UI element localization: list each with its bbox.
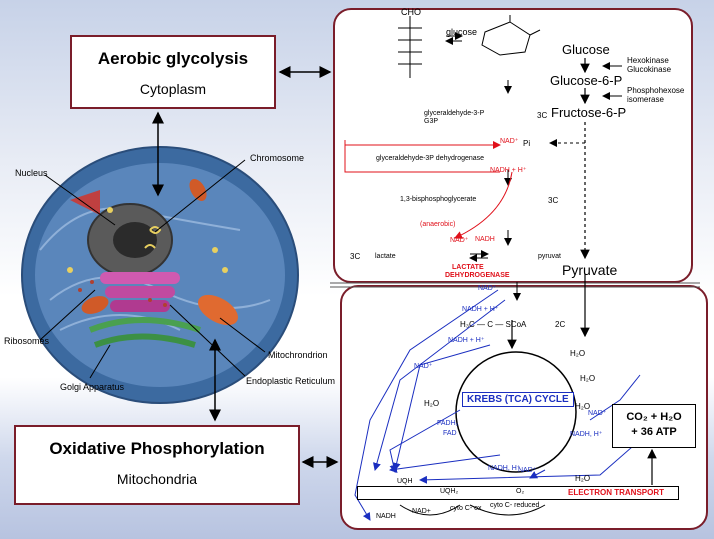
h2o-label-4: H₂O xyxy=(575,402,591,411)
anaerobic-label: (anaerobic) xyxy=(420,221,456,228)
3c-bpg-label: 3C xyxy=(548,196,559,205)
nad-bottom-plus-label: NAD+ xyxy=(412,508,431,515)
label-chromosome: Chromosome xyxy=(250,153,305,163)
ldh-label-1: LACTATE xyxy=(452,264,484,271)
glucose-arrow-label: glucose xyxy=(446,27,478,37)
result-line-1: CO₂ + H₂O xyxy=(626,411,682,423)
2c-label: 2C xyxy=(555,320,566,329)
glycolysis-title: Aerobic glycolysis xyxy=(97,49,249,68)
oxidative-phosphorylation-box[interactable]: Oxidative Phosphorylation Mitochondria xyxy=(14,425,300,505)
h2o-label-2: H₂O xyxy=(580,374,596,383)
label-ribosomes: Ribosomes xyxy=(4,336,50,346)
nad-top-label: NAD⁺ xyxy=(478,285,497,292)
h2o-label-1: H₂O xyxy=(570,349,586,358)
uqh2-label: UQH₂ xyxy=(440,488,459,495)
lactate-label: lactate xyxy=(375,253,396,260)
label-golgi: Golgi Apparatus xyxy=(60,382,125,392)
oxphos-subtitle: Mitochondria xyxy=(116,471,198,487)
electron-transport-bar xyxy=(357,486,679,500)
oxphos-title: Oxidative Phosphorylation xyxy=(49,439,265,458)
nadh-h-label-k2: NADH + H⁺ xyxy=(448,337,485,344)
h2o-label-5: H₂O xyxy=(575,474,591,483)
g3p-dehydrogenase-label: glyceraldehyde-3P dehydrogenase xyxy=(376,155,485,162)
nadh-h-label-1: NADH + H⁺ xyxy=(490,167,527,174)
cyto-c-reduced-label: cyto C- reduced xyxy=(490,502,540,509)
label-er: Endoplastic Reticulum xyxy=(246,376,336,386)
o2-label: O₂ xyxy=(516,488,525,495)
bpg-label: 1,3-bisphosphoglycerate xyxy=(400,196,477,203)
label-mitochondrion: Mitochrondrion xyxy=(268,350,328,360)
pi-label: Pi xyxy=(523,139,531,148)
glucokinase-label: Glucokinase xyxy=(627,65,672,74)
atp-result-box: CO₂ + H₂O + 36 ATP xyxy=(612,404,696,448)
fructose6p-label: Fructose-6-P xyxy=(551,105,627,120)
nadh-label: NADH xyxy=(475,236,495,243)
g3p-abbr-label: G3P xyxy=(424,118,439,125)
3c-left-label: 3C xyxy=(350,252,361,261)
hexokinase-label: Hexokinase xyxy=(627,56,669,65)
glucose-label: Glucose xyxy=(562,42,610,57)
pyruvate-label: Pyruvate xyxy=(562,262,618,278)
electron-transport-label: ELECTRON TRANSPORT xyxy=(568,488,664,497)
nad-label-1: NAD⁺ xyxy=(500,138,519,145)
phosphohexose-label: Phosphohexose xyxy=(627,86,685,95)
aerobic-glycolysis-box[interactable]: Aerobic glycolysis Cytoplasm xyxy=(70,35,276,109)
nadh-h-label-k3: NADH, H⁺ xyxy=(570,431,603,438)
cho-label: CHO xyxy=(401,7,421,17)
3c-label: 3C xyxy=(537,111,548,120)
nad-bottom-label: NAD⁺ xyxy=(518,467,537,474)
result-line-2: + 36 ATP xyxy=(631,426,677,438)
cyto-c-ox-label: cyto C- ox xyxy=(450,505,482,512)
acetyl-coa-label: H₃C — C — SCoA xyxy=(460,320,527,329)
h2o-label-3: H₂O xyxy=(424,399,440,408)
nad-plus-label: NAD⁺ xyxy=(450,237,469,244)
label-nucleus: Nucleus xyxy=(15,168,48,178)
uqh-label: UQH xyxy=(397,478,413,485)
nad-left-label: NAD⁺ xyxy=(414,363,433,370)
g3p-name-label: glyceraldehyde-3-P xyxy=(424,110,485,117)
isomerase-label: isomerase xyxy=(627,95,664,104)
nadh-bottom-label: NADH xyxy=(376,513,396,520)
nadh-h-label-k4: NADH, H⁺ xyxy=(488,465,521,472)
glucose6p-label: Glucose-6-P xyxy=(550,73,623,88)
fadh-label: FADH₂ xyxy=(437,420,459,427)
nadh-h-label-k1: NADH + H⁺ xyxy=(462,306,499,313)
pyruvat-label: pyruvat xyxy=(538,253,561,260)
krebs-cycle-label: KREBS (TCA) CYCLE xyxy=(462,392,574,407)
fad-label: FAD xyxy=(443,430,457,437)
nad-right-label: NAD⁺ xyxy=(588,410,607,417)
glycolysis-subtitle: Cytoplasm xyxy=(139,81,207,97)
ldh-label-2: DEHYDROGENASE xyxy=(445,272,510,279)
